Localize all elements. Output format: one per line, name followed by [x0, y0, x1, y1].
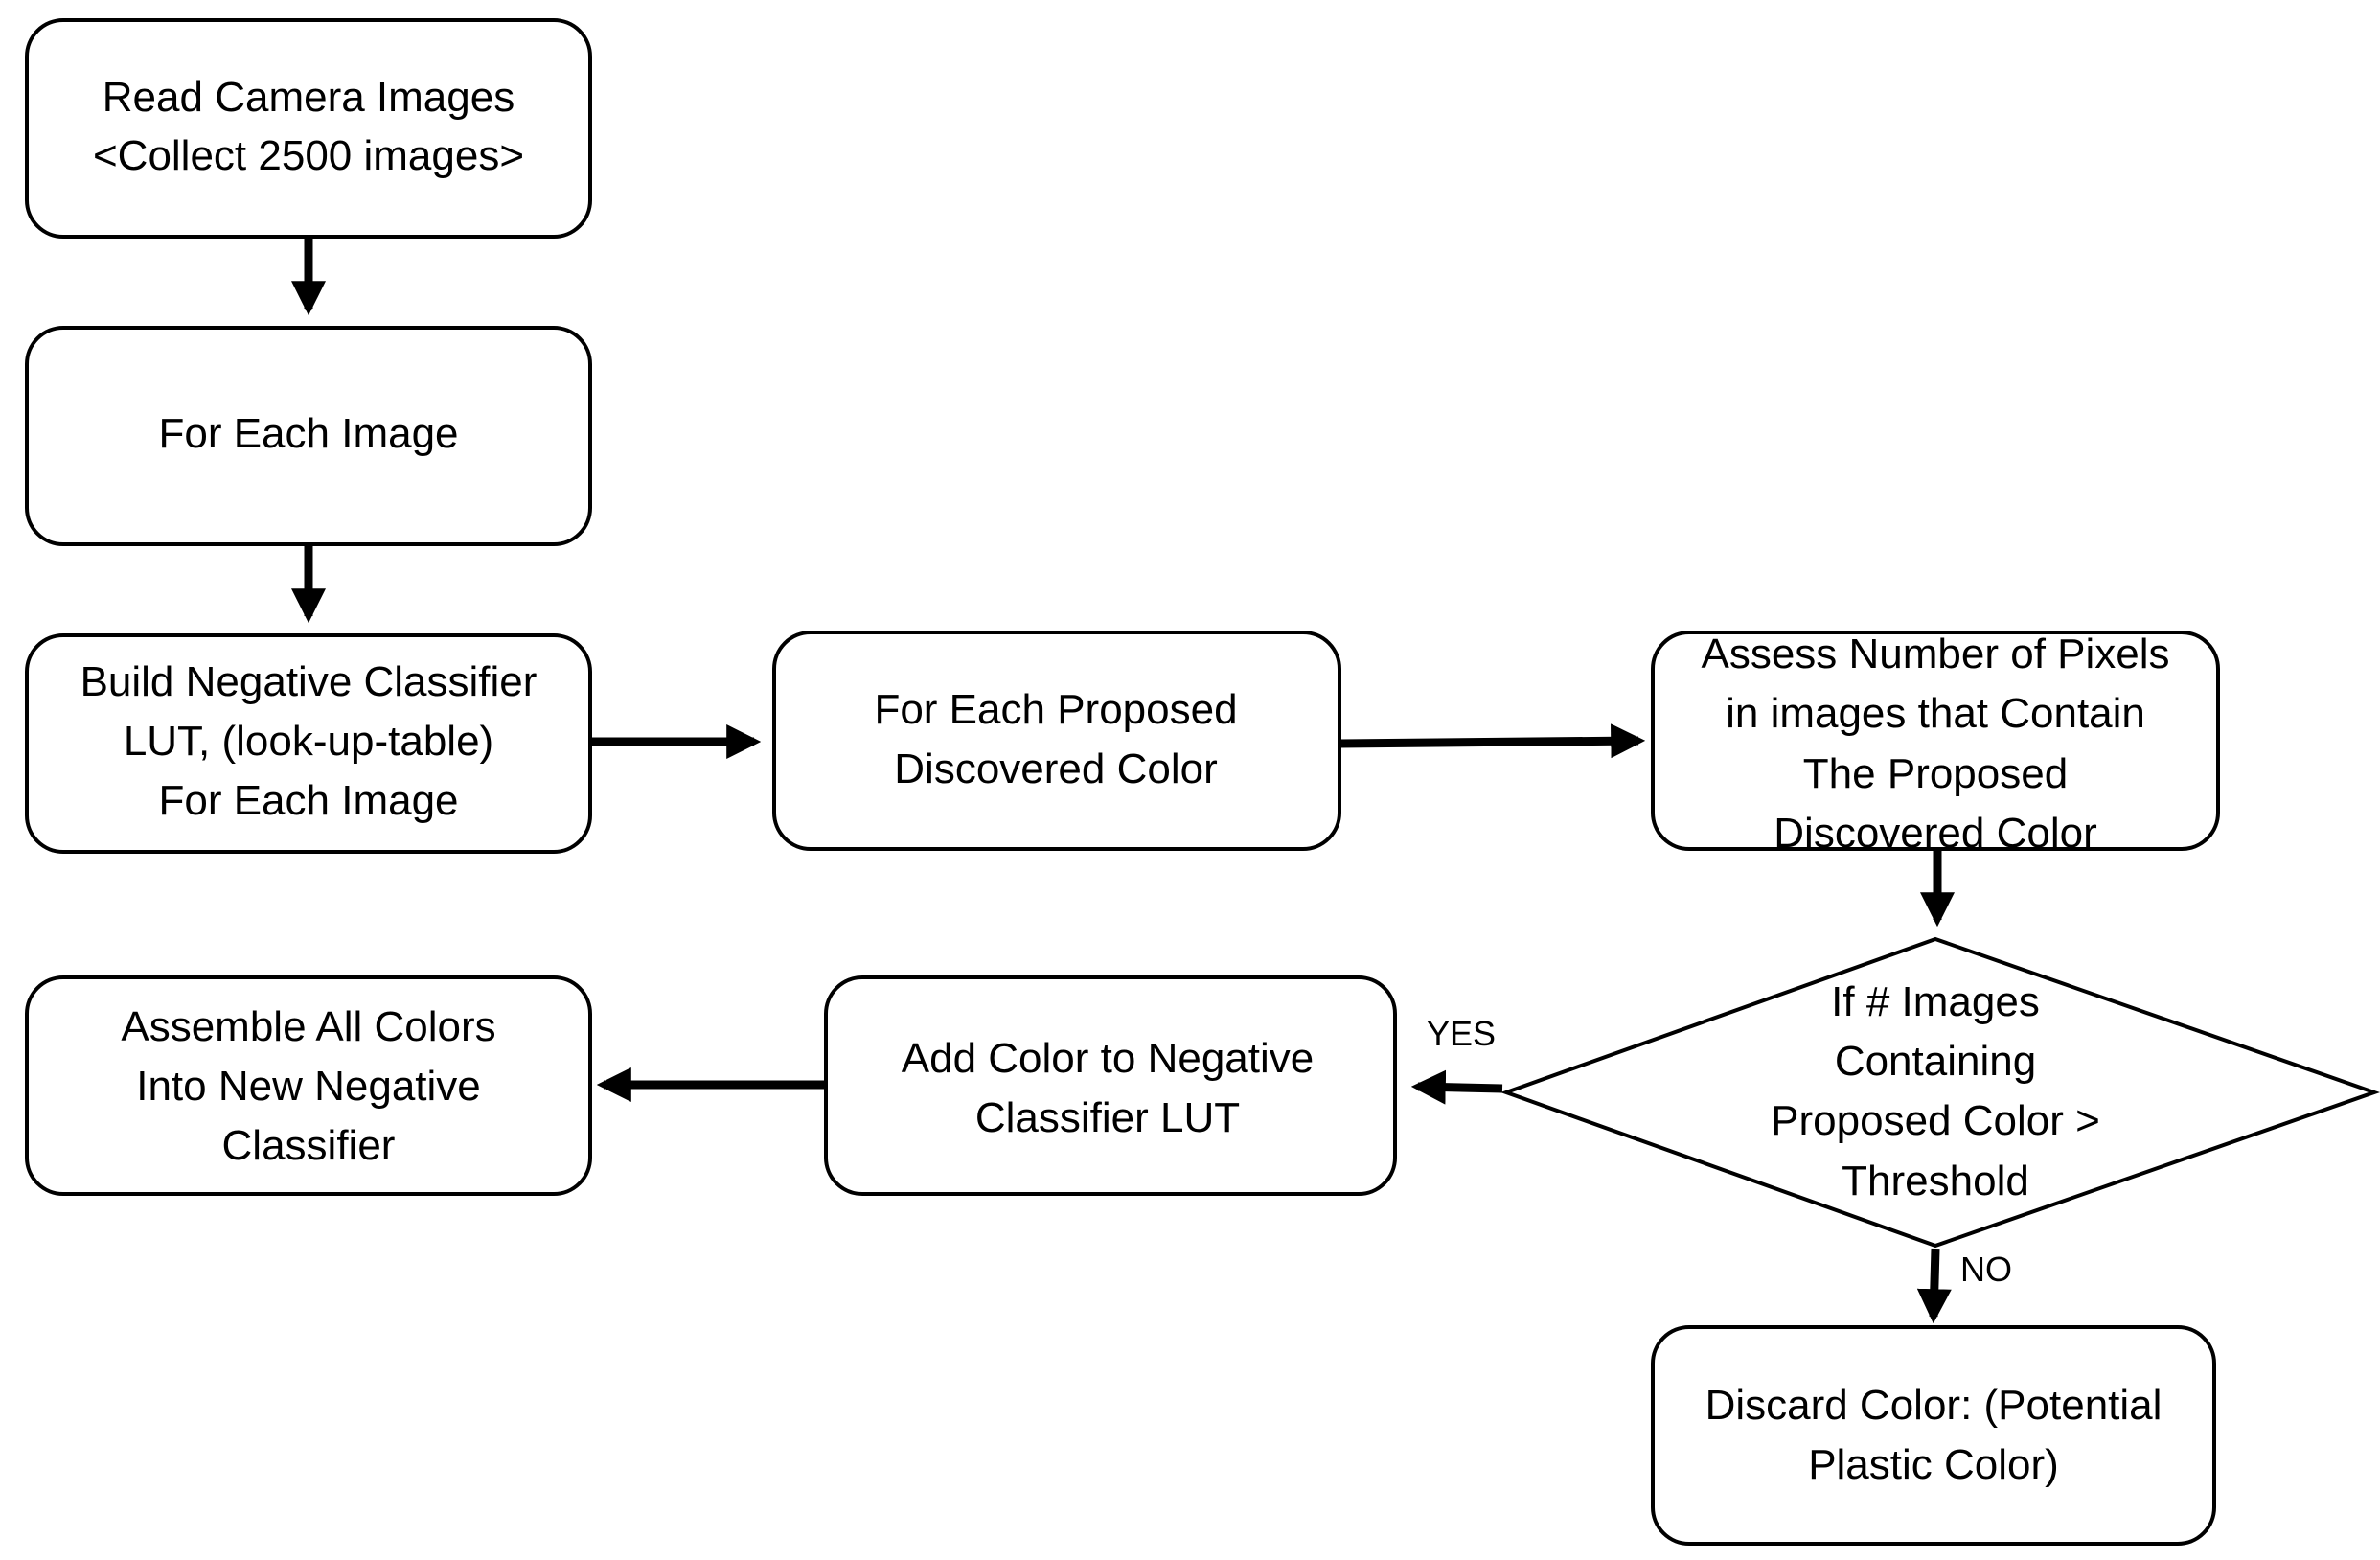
node-for-each-image: For Each Image [25, 326, 592, 546]
node-build-lut: Build Negative Classifier LUT, (look-up-… [25, 633, 592, 854]
node-threshold-decision: If # Images Containing Proposed Color > … [1500, 936, 2380, 1249]
node-threshold-decision-line-3: Proposed Color > [1771, 1097, 2100, 1144]
node-threshold-decision-line-4: Threshold [1842, 1158, 2029, 1204]
node-read-images: Read Camera Images <Collect 2500 images> [25, 18, 592, 239]
node-add-color: Add Color to Negative Classifier LUT [824, 975, 1397, 1196]
node-discard-color: Discard Color: (Potential Plastic Color) [1651, 1325, 2216, 1546]
node-build-lut-line-2: LUT, (look-up-table) [124, 718, 493, 765]
node-for-each-color-line-1: For Each Proposed [874, 686, 1237, 733]
edge-label-no: NO [1960, 1250, 2012, 1289]
node-read-images-line-1: Read Camera Images [103, 74, 515, 121]
node-assess-pixels: Assess Number of Pixels in images that C… [1651, 631, 2220, 857]
node-assemble-colors-line-1: Assemble All Colors [121, 1003, 495, 1050]
edge-label-yes: YES [1427, 1014, 1496, 1053]
edge-decision-no [1916, 1248, 1952, 1324]
edge-color-to-assess [1339, 723, 1646, 759]
node-for-each-color: For Each Proposed Discovered Color [772, 631, 1341, 851]
node-for-each-color-line-2: Discovered Color [894, 746, 1217, 792]
node-threshold-decision-line-1: If # Images [1831, 978, 2040, 1025]
node-assemble-colors-line-2: Into New Negative [136, 1063, 481, 1110]
node-threshold-decision-line-2: Containing [1835, 1038, 2036, 1085]
node-assess-pixels-line-4: Discovered Color [1774, 810, 2096, 857]
node-assemble-colors: Assemble All Colors Into New Negative Cl… [25, 975, 592, 1196]
node-build-lut-line-1: Build Negative Classifier [80, 658, 538, 705]
node-add-color-line-2: Classifier LUT [975, 1094, 1240, 1141]
node-assess-pixels-line-3: The Proposed [1803, 750, 2068, 797]
node-assemble-colors-line-3: Classifier [222, 1122, 396, 1169]
node-read-images-line-2: <Collect 2500 images> [93, 132, 524, 179]
edge-decision-yes [1410, 1069, 1503, 1105]
node-assess-pixels-line-1: Assess Number of Pixels [1701, 631, 2169, 677]
node-discard-color-line-2: Plastic Color) [1808, 1441, 2059, 1488]
node-add-color-line-1: Add Color to Negative [902, 1035, 1314, 1082]
node-assess-pixels-line-2: in images that Contain [1726, 690, 2145, 737]
node-build-lut-line-3: For Each Image [158, 777, 458, 824]
node-discard-color-line-1: Discard Color: (Potential [1705, 1382, 2163, 1429]
edges [291, 238, 1955, 1324]
node-for-each-image-line-1: For Each Image [158, 410, 458, 457]
